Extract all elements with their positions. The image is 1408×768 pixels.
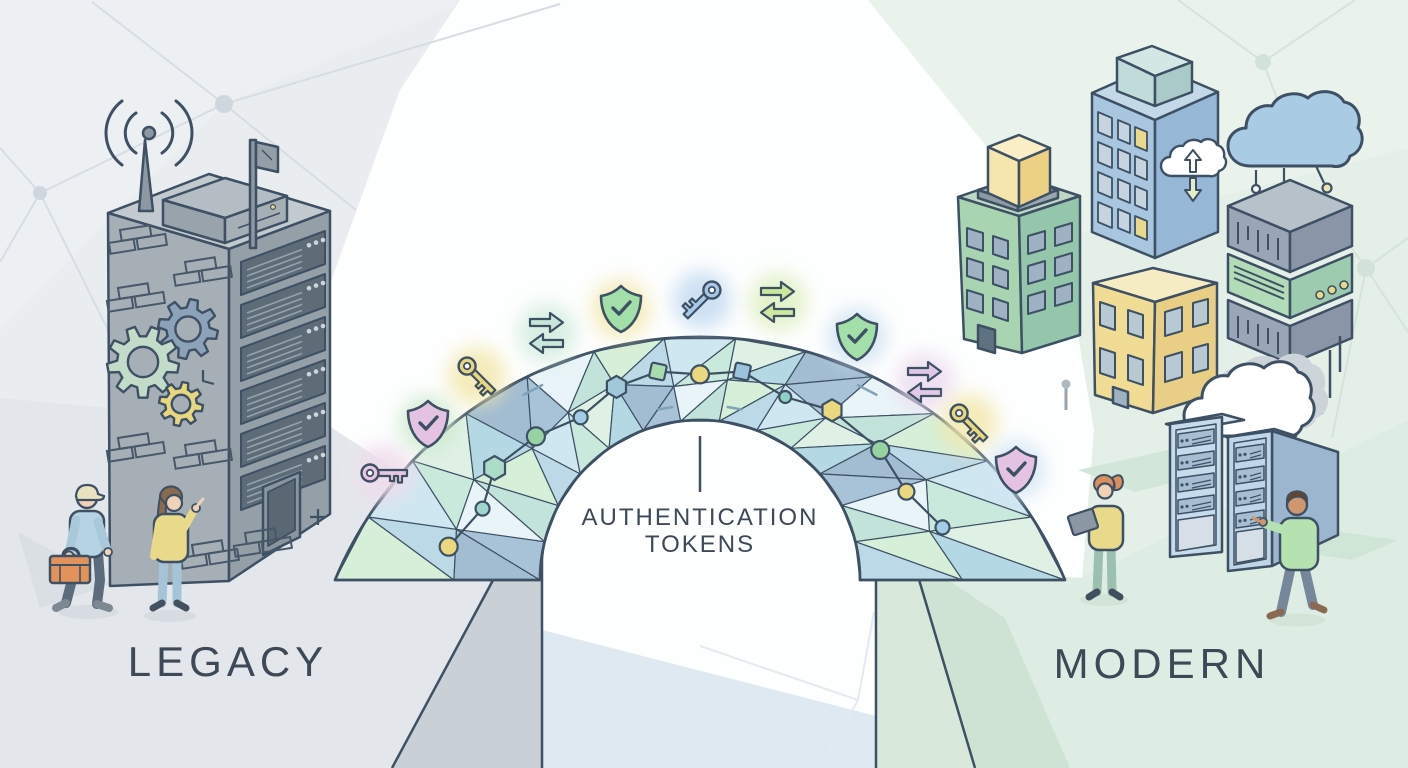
shield-check-icon-pink-left [399, 395, 457, 453]
transfer-arrows-icon-green [749, 273, 807, 331]
key-icon-blue [673, 271, 731, 329]
yellow-building-door [1111, 385, 1130, 410]
bridge-pier-left [390, 552, 544, 768]
flag-pole-icon [248, 138, 280, 250]
chasm-water [542, 630, 876, 768]
key-icon-yellow-right [940, 394, 998, 452]
cloud-server-stack [1226, 90, 1364, 366]
toolbox-icon [48, 546, 92, 585]
bridge-pier-right [874, 552, 1070, 768]
tablet-icon [1066, 507, 1100, 537]
bridge: AUTHENTICATION TOKENS [333, 335, 1070, 768]
rooftop-cube-teal [1115, 44, 1194, 108]
shield-check-icon-pink-right [987, 441, 1045, 499]
bridge-label-line1: AUTHENTICATION [582, 504, 819, 531]
modern-zone: MODERN [956, 44, 1364, 687]
yellow-building-windows [1099, 298, 1209, 386]
modern-building-blue [1090, 44, 1228, 260]
radio-antenna-icon [104, 99, 194, 213]
cloud-icon-blue [1226, 90, 1364, 168]
transfer-arrows-icon-purple [896, 353, 954, 411]
cloud-sync-icon [1159, 137, 1228, 202]
legacy-worker-toolbox [48, 483, 118, 619]
green-building-windows [966, 222, 1073, 322]
legacy-label: LEGACY [128, 638, 328, 685]
shield-check-icon-green-left [592, 280, 650, 338]
modern-building-green [956, 133, 1082, 355]
green-building-door [976, 323, 997, 355]
key-icon-pink [355, 444, 413, 502]
floating-icons [355, 271, 1045, 502]
arch-token-circuit [438, 361, 951, 557]
legacy-bricks [105, 224, 294, 570]
bridge-label-line2: TOKENS [645, 531, 755, 558]
modern-label: MODERN [1054, 640, 1271, 687]
legacy-worker-pointing [144, 485, 205, 622]
legacy-door [261, 470, 302, 557]
modern-worker-pointing [1251, 490, 1328, 627]
modern-worker-tablet [1066, 474, 1128, 606]
blue-building-windows [1097, 111, 1148, 241]
lamppost-icon [1061, 379, 1071, 410]
rooftop-cube-yellow [986, 133, 1052, 209]
legacy-gears [105, 297, 220, 428]
key-icon-yellow-left [448, 347, 506, 405]
shield-check-icon-green-right [828, 308, 886, 366]
cap-icon [74, 483, 106, 502]
legacy-zone: LEGACY [48, 99, 332, 685]
modern-building-yellow [1091, 266, 1219, 415]
transfer-arrows-icon-teal [518, 304, 576, 362]
wall-crack [310, 509, 326, 525]
wall-crack [201, 370, 215, 386]
